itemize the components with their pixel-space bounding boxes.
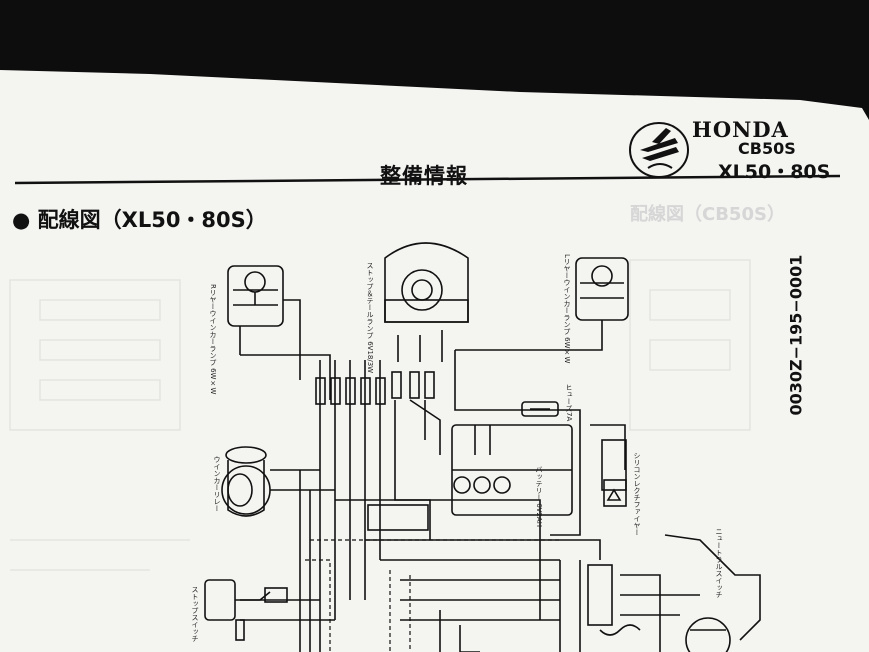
stop-tail-lamp (384, 242, 469, 362)
part-code: 0030Z−195−0001 (786, 254, 806, 416)
label-rear-winker-r: Rリヤーウインカーランプ 6W×W (209, 284, 217, 395)
label-rectifier: シリコンレクチファイヤー (633, 452, 641, 536)
section-title-text: 配線図（XL50・80S） (37, 208, 267, 232)
label-fuse: ヒューズ7A (565, 384, 573, 422)
label-stop-switch: ストップスイッチ (191, 586, 199, 642)
silicon-rectifier (601, 439, 627, 507)
neutral-switch (664, 534, 761, 652)
label-stop-tail: ストップ＆テールランプ 6V18/3W (366, 262, 374, 374)
battery (451, 424, 573, 516)
header-rule (14, 174, 841, 185)
rear-winker-lamp-left (455, 257, 629, 351)
brand-name: HONDA (692, 117, 789, 142)
ghost-diagram (9, 259, 751, 571)
model-line-1: CB50S (738, 139, 796, 158)
page-title: 整備情報 (380, 164, 468, 188)
bullet-icon: ● (12, 208, 31, 232)
rear-winker-lamp-right (227, 265, 301, 355)
paper-page (0, 70, 869, 652)
model-line-2: XL50・80S (718, 161, 831, 183)
honda-wing-logo (629, 122, 689, 178)
stop-switch (204, 579, 288, 641)
fuse (521, 401, 559, 417)
switch-block (367, 504, 613, 626)
label-winker-relay: ウインカーリレー (213, 456, 221, 512)
ghost-text: 配線図（CB50S） (630, 204, 785, 225)
dashed-harness (305, 539, 560, 652)
label-rear-winker-l: Lリヤーウインカーランプ 6W×W (563, 254, 571, 364)
label-neutral-switch: ニュートラルスイッチ (715, 528, 723, 598)
winker-relay (221, 446, 271, 517)
section-title: ● 配線図（XL50・80S） (12, 204, 267, 234)
label-battery: バッテリー 6V2AH (535, 466, 543, 527)
